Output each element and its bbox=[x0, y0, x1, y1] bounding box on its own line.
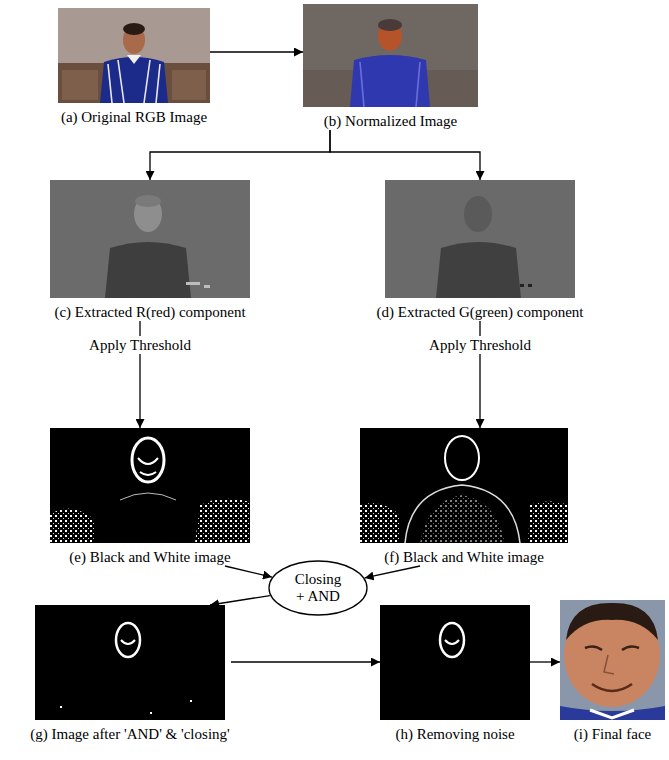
original-photo bbox=[58, 8, 210, 103]
flow-arrow bbox=[231, 661, 380, 662]
image-panel: (f) Black and White image bbox=[360, 428, 568, 566]
normalized-image bbox=[303, 4, 478, 107]
image-panel: (e) Black and White image bbox=[50, 428, 250, 566]
final-face-image bbox=[560, 600, 665, 720]
green-component-image bbox=[385, 180, 575, 298]
panel-caption: (a) Original RGB Image bbox=[61, 108, 207, 126]
flow-arrow bbox=[330, 130, 480, 180]
panel-caption: (h) Removing noise bbox=[395, 725, 514, 743]
flow-arrow bbox=[225, 566, 272, 577]
noise-removed-image bbox=[380, 605, 530, 720]
image-panel: (c) Extracted R(red) component bbox=[50, 180, 250, 321]
edge-label: Apply Threshold bbox=[86, 336, 194, 354]
panel-caption: (f) Black and White image bbox=[384, 548, 544, 566]
image-panel: (d) Extracted G(green) component bbox=[376, 180, 585, 321]
red-threshold-image bbox=[50, 428, 250, 543]
image-panel: (g) Image after 'AND' & 'closing' bbox=[29, 605, 231, 743]
flow-arrow bbox=[210, 596, 270, 605]
red-component-image bbox=[50, 180, 250, 298]
image-panel: (b) Normalized Image bbox=[303, 4, 478, 130]
flow-arrow bbox=[530, 661, 560, 662]
image-panel: (h) Removing noise bbox=[380, 605, 530, 743]
operation-label: Closing + AND bbox=[292, 571, 344, 605]
image-panel: (i) Final face bbox=[560, 600, 665, 743]
panel-caption: (b) Normalized Image bbox=[324, 112, 457, 130]
flow-arrow bbox=[365, 566, 420, 578]
panel-caption: (d) Extracted G(green) component bbox=[377, 303, 584, 321]
and-closing-image bbox=[35, 605, 225, 720]
flow-arrow bbox=[150, 130, 330, 180]
panel-caption: (e) Black and White image bbox=[69, 548, 230, 566]
operation-ellipse: Closing + AND bbox=[268, 560, 368, 616]
panel-caption: (i) Final face bbox=[574, 725, 651, 743]
panel-caption: (g) Image after 'AND' & 'closing' bbox=[30, 725, 230, 743]
panel-caption: (c) Extracted R(red) component bbox=[54, 303, 245, 321]
image-panel: (a) Original RGB Image bbox=[58, 8, 210, 126]
edge-label: Apply Threshold bbox=[426, 336, 534, 354]
green-threshold-image bbox=[360, 428, 568, 543]
flow-arrow bbox=[210, 51, 303, 52]
